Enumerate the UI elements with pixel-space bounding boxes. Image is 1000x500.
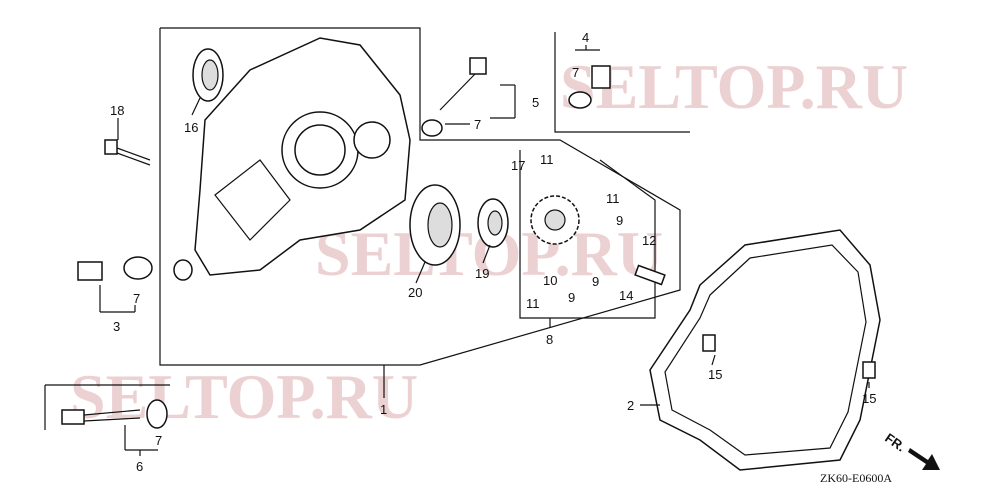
callout-7: 7 [572, 65, 579, 80]
leader-lines [99, 45, 870, 456]
callout-10: 10 [543, 273, 557, 288]
callout-2: 2 [627, 398, 634, 413]
callout-3: 3 [113, 319, 120, 334]
dipstick-6 [61, 399, 168, 429]
bolt-18 [104, 139, 151, 166]
callout-9: 9 [568, 290, 575, 305]
callout-18: 18 [110, 103, 124, 118]
front-label: FR. [882, 430, 908, 454]
watermark: SELTOP.RU [560, 51, 908, 122]
callout-9: 9 [616, 213, 623, 228]
governor-gear-10 [530, 195, 580, 245]
drawing-code: ZK60-E0600A [820, 471, 892, 485]
callout-9: 9 [592, 274, 599, 289]
arrow-icon [908, 448, 940, 470]
oil-seal-16 [192, 48, 224, 102]
callout-16: 16 [184, 120, 198, 135]
watermark: SELTOP.RU [70, 361, 418, 432]
callout-15: 15 [708, 367, 722, 382]
dowel-pin-15 [702, 334, 876, 379]
callout-19: 19 [475, 266, 489, 281]
callout-6: 6 [136, 459, 143, 474]
callout-7: 7 [133, 291, 140, 306]
callout-7: 7 [474, 117, 481, 132]
bearing-20 [409, 184, 461, 266]
drain-plug-3 [77, 256, 153, 281]
callout-11: 11 [526, 296, 540, 311]
callout-20: 20 [408, 285, 422, 300]
callout-1: 1 [380, 402, 387, 417]
group-frame-4 [554, 32, 690, 133]
callout-5: 5 [532, 95, 539, 110]
shaft-12 [634, 264, 666, 286]
callout-11: 11 [606, 191, 620, 206]
washer-7 [173, 119, 443, 281]
callout-7: 7 [155, 433, 162, 448]
callout-11: 11 [540, 152, 554, 167]
group-frame-1 [159, 27, 681, 366]
callout-17: 17 [511, 158, 525, 173]
callout-4: 4 [582, 30, 589, 45]
crankcase-cover [194, 37, 411, 276]
callout-8: 8 [546, 332, 553, 347]
front-direction-indicator: FR. [882, 430, 940, 470]
callout-12: 12 [642, 233, 656, 248]
bearing-19 [477, 198, 509, 248]
drain-plug-4 [568, 65, 611, 109]
callout-15: 15 [862, 391, 876, 406]
group-frame-8 [519, 150, 656, 319]
dipstick-5 [439, 57, 487, 111]
callout-14: 14 [619, 288, 633, 303]
gasket-2 [649, 229, 881, 471]
